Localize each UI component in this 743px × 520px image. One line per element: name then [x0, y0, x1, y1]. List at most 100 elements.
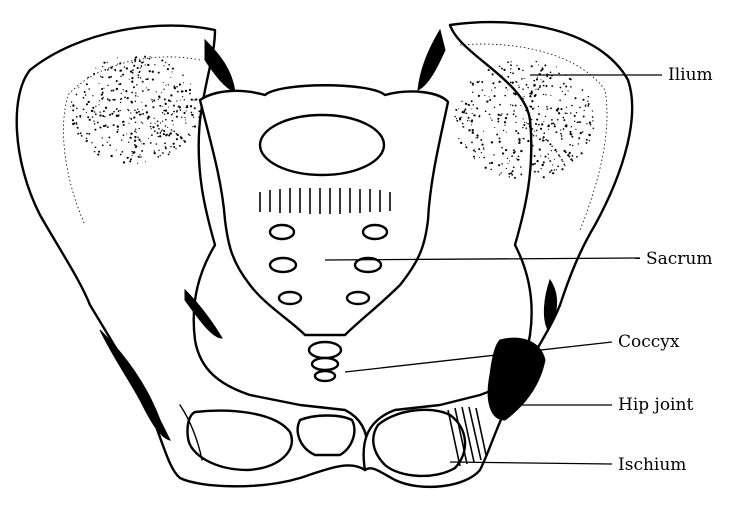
stipple-dot [463, 110, 465, 112]
stipple-dot [145, 105, 147, 107]
stipple-dot [554, 124, 556, 126]
stipple-dot [139, 128, 140, 129]
stipple-dot [554, 159, 555, 160]
stipple-dot [86, 83, 88, 85]
stipple-dot [491, 162, 493, 164]
stipple-dot [70, 106, 71, 107]
stipple-dot [499, 66, 501, 68]
stipple-dot [548, 124, 550, 126]
stipple-dot [72, 120, 73, 121]
stipple-dot [514, 177, 516, 179]
stipple-dot [185, 122, 186, 123]
stipple-dot [527, 123, 529, 125]
stipple-dot [158, 128, 160, 130]
stipple-dot [95, 68, 96, 69]
stipple-dot [137, 67, 139, 69]
stipple-dot [126, 133, 127, 134]
stipple-dot [513, 93, 514, 94]
stipple-dot [155, 123, 156, 124]
label-ischium: Ischium [618, 455, 686, 475]
stipple-dot [578, 121, 580, 123]
stipple-dot [135, 57, 137, 59]
stipple-dot [505, 117, 507, 119]
stipple-dot [494, 95, 496, 97]
stipple-dot [148, 89, 149, 90]
stipple-dot [556, 151, 557, 152]
stipple-dot [504, 121, 506, 123]
stipple-dot [142, 113, 144, 115]
stipple-dot [557, 119, 559, 121]
stipple-dot [165, 125, 167, 127]
sacral-foramen [363, 225, 387, 239]
stipple-dot [536, 135, 537, 136]
stipple-dot [173, 111, 175, 113]
stipple-dot [473, 114, 475, 116]
stipple-dot [524, 122, 525, 123]
stipple-dot [569, 131, 571, 133]
stipple-dot [170, 94, 172, 96]
stipple-dot [136, 84, 137, 85]
stipple-dot [511, 174, 513, 176]
stipple-dot [164, 98, 166, 100]
stipple-dot [456, 118, 457, 119]
stipple-dot [131, 77, 133, 79]
stipple-dot [99, 100, 100, 101]
stipple-dot [165, 109, 167, 111]
stipple-dot [483, 157, 485, 159]
stipple-dot [123, 134, 125, 136]
stipple-dot [577, 122, 579, 124]
stipple-dot [494, 87, 496, 89]
stipple-dot [465, 103, 467, 105]
stipple-dot [533, 135, 534, 136]
stipple-dot [465, 144, 466, 145]
stipple-dot [103, 62, 105, 64]
stipple-dot [531, 65, 533, 67]
stipple-dot [543, 138, 544, 139]
stipple-dot [132, 155, 133, 156]
stipple-dot [571, 105, 573, 107]
stipple-dot [512, 82, 514, 84]
stipple-dot [529, 106, 531, 108]
stipple-dot [491, 90, 492, 91]
label-sacrum: Sacrum [646, 249, 713, 269]
stipple-dot [459, 117, 461, 119]
stipple-dot [479, 157, 480, 158]
stipple-dot [145, 79, 147, 81]
stipple-dot [117, 64, 118, 65]
stipple-dot [515, 130, 517, 132]
stipple-dot [531, 90, 533, 92]
stipple-dot [522, 127, 523, 128]
stipple-dot [121, 139, 122, 140]
stipple-dot [147, 64, 149, 66]
stipple-dot [530, 158, 531, 159]
stipple-dot [515, 105, 517, 107]
stipple-dot [134, 130, 136, 132]
stipple-dot [150, 142, 152, 144]
stipple-dot [583, 116, 585, 118]
stipple-dot [137, 109, 138, 110]
stipple-dot [501, 68, 503, 70]
stipple-dot [147, 116, 149, 118]
stipple-dot [137, 96, 138, 97]
stipple-dot [117, 114, 119, 116]
stipple-dot [529, 125, 531, 127]
stipple-dot [189, 135, 190, 136]
stipple-dot [134, 61, 136, 63]
stipple-dot [150, 56, 151, 57]
stipple-dot [477, 81, 479, 83]
stipple-dot [483, 147, 484, 148]
stipple-dot [510, 64, 512, 66]
stipple-dot [83, 109, 84, 110]
stipple-dot [176, 86, 178, 88]
stipple-dot [488, 69, 490, 71]
stipple-dot [521, 78, 523, 80]
stipple-dot [536, 61, 537, 62]
stipple-dot [141, 150, 143, 152]
stipple-dot [99, 112, 100, 113]
stipple-dot [513, 111, 514, 112]
stipple-dot [509, 160, 510, 161]
stipple-dot [554, 169, 556, 171]
stipple-dot [142, 90, 144, 92]
stipple-dot [534, 107, 535, 108]
stipple-dot [568, 90, 569, 91]
